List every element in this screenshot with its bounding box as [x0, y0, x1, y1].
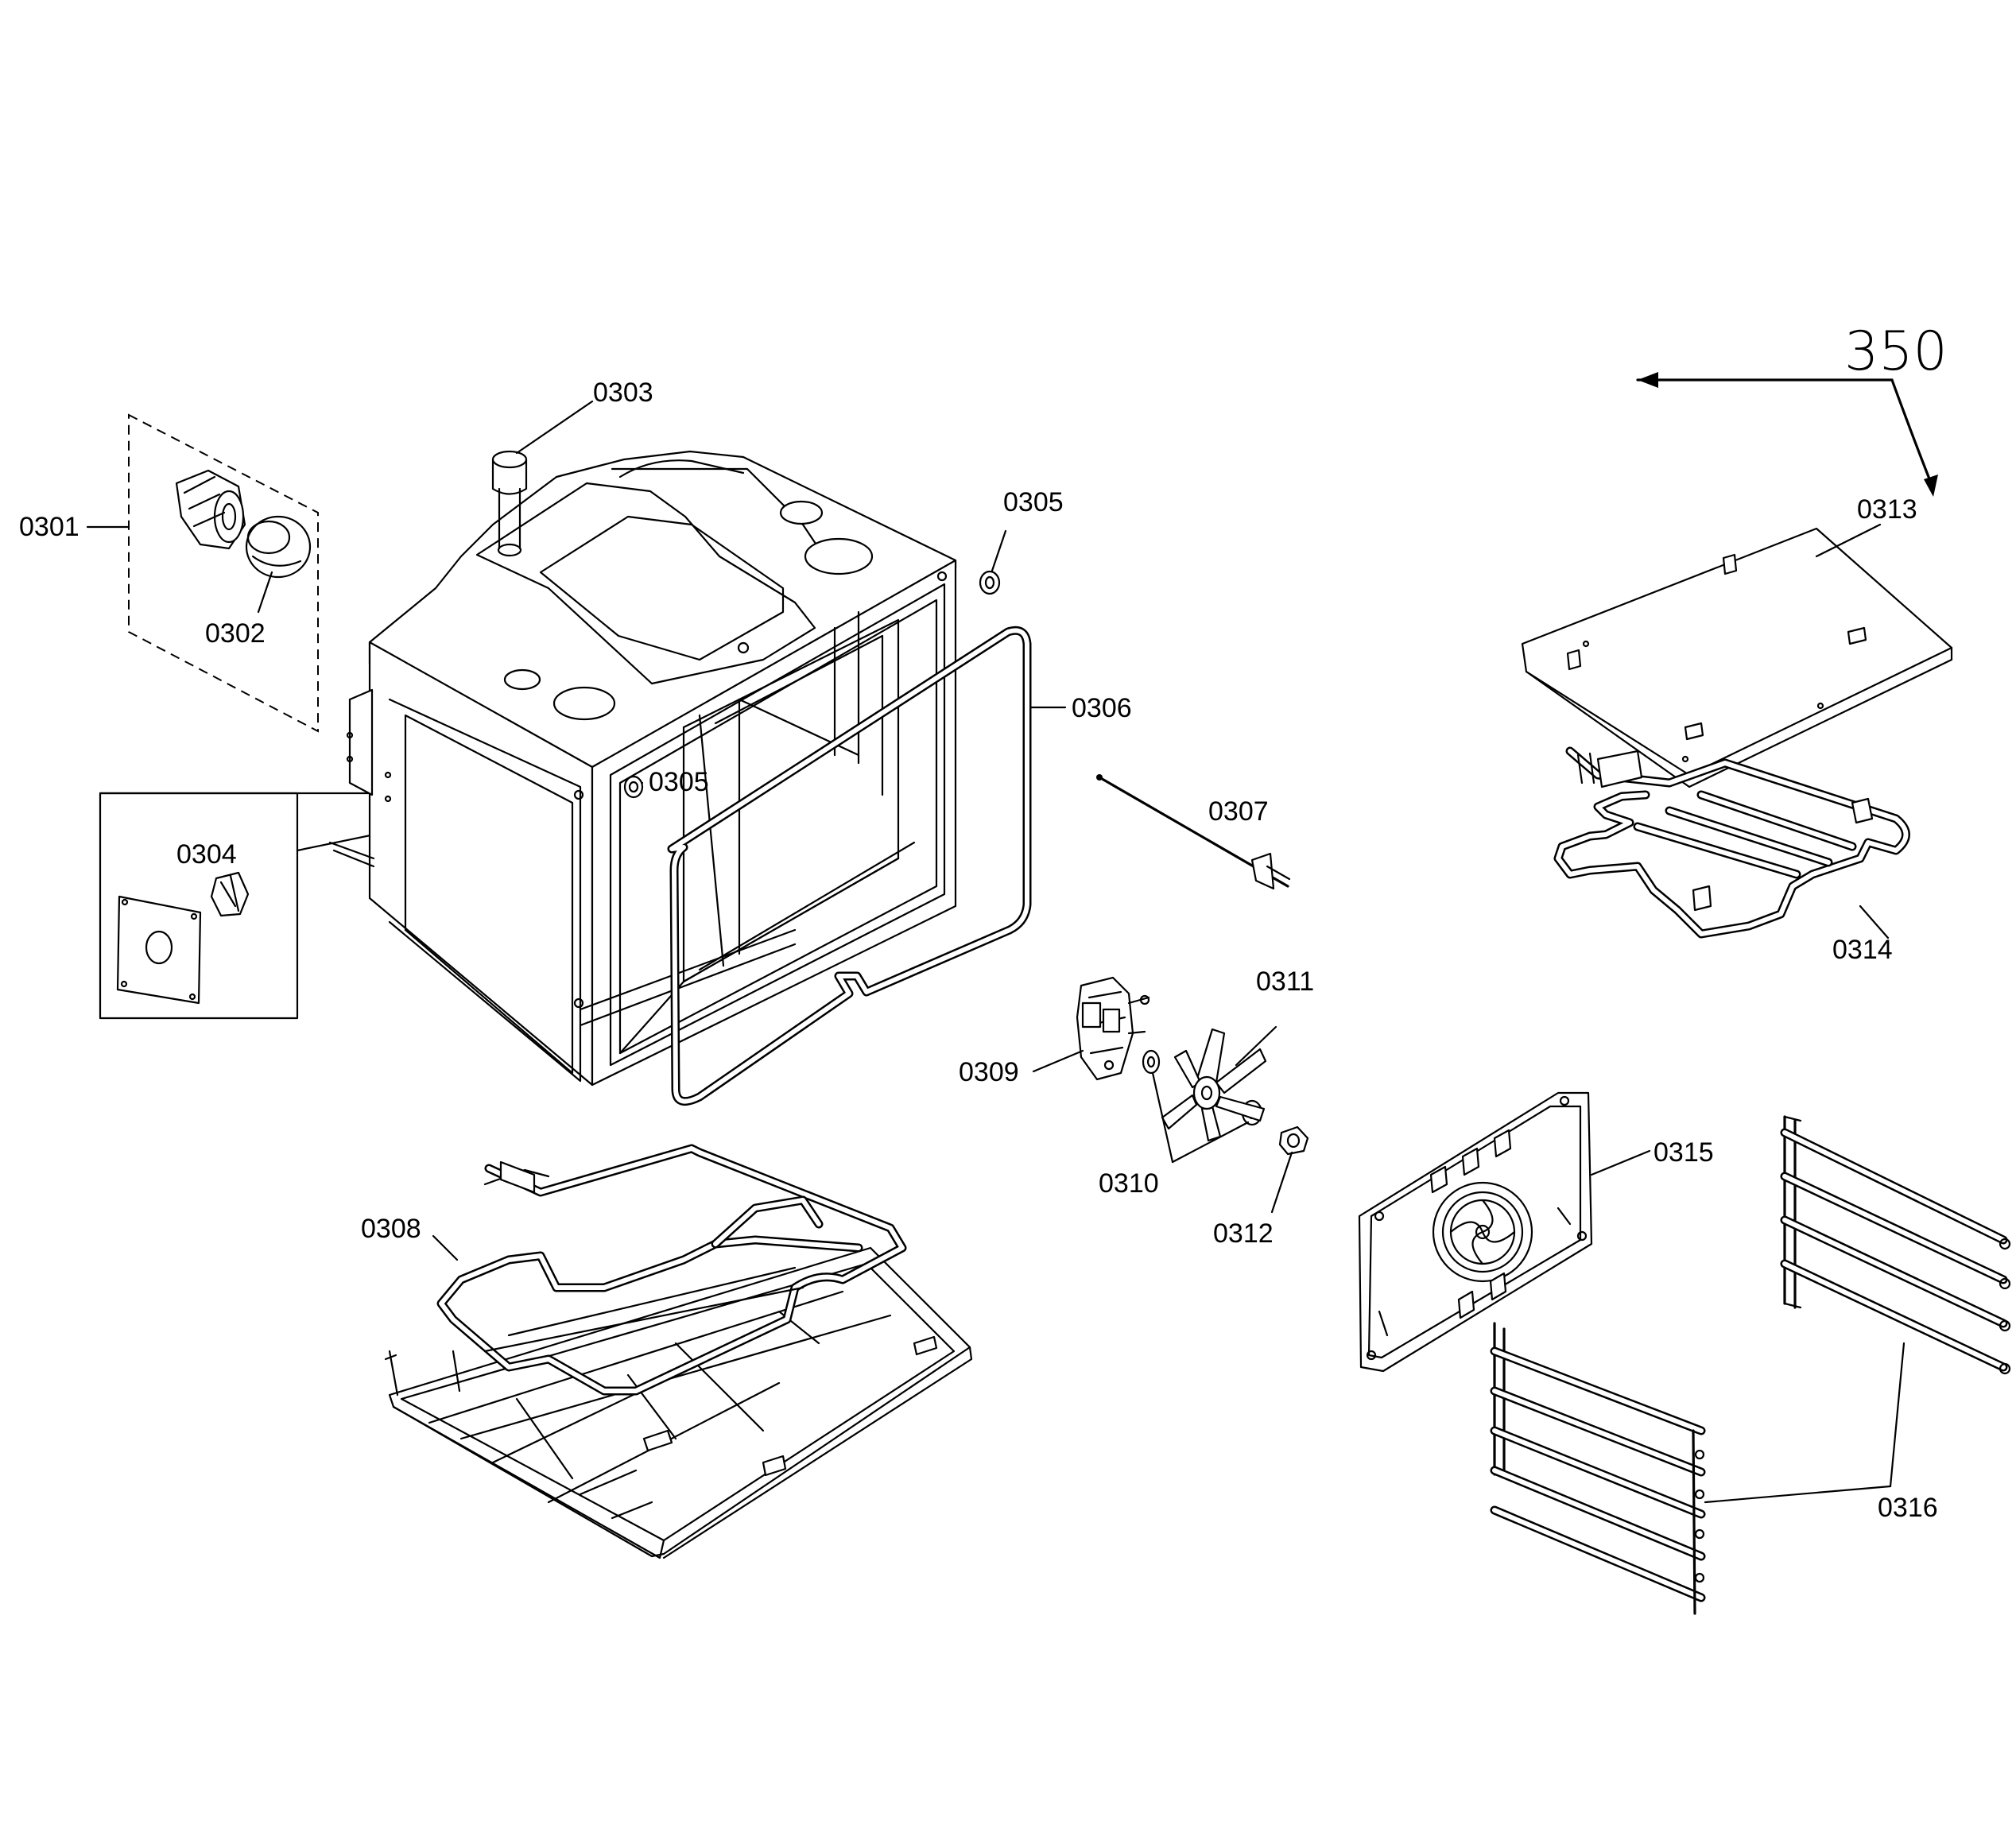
- washer-front: [1142, 1049, 1161, 1075]
- label-0314: 0314: [1832, 935, 1893, 965]
- label-0316: 0316: [1878, 1493, 1938, 1523]
- label-0305-lower: 0305: [649, 767, 709, 797]
- side-rack-right: [1780, 1115, 2011, 1375]
- label-0302: 0302: [205, 618, 266, 649]
- fan-cover-part: [1358, 1091, 1593, 1373]
- oven-cavity: [328, 450, 957, 1087]
- label-0305-upper: 0305: [1003, 487, 1064, 517]
- lamp-assembly: [128, 413, 319, 733]
- lamp-socket-part: [175, 469, 246, 550]
- label-0309: 0309: [959, 1057, 1019, 1087]
- sensor-part: [491, 450, 528, 557]
- label-0304: 0304: [176, 839, 237, 870]
- fan-motor-part: [1076, 976, 1150, 1081]
- label-0310: 0310: [1099, 1168, 1159, 1199]
- door-gasket-part: [667, 626, 1032, 1106]
- label-0306: 0306: [1072, 693, 1132, 723]
- reference-number: 350: [1844, 320, 1948, 383]
- label-0303: 0303: [593, 378, 653, 408]
- label-0313: 0313: [1857, 494, 1917, 525]
- part-labels: 0301 0302 0303 0304 0305 0305 0306 0307 …: [19, 378, 1938, 1523]
- label-0301: 0301: [19, 512, 79, 542]
- top-element-part: [1553, 746, 1910, 939]
- label-0311: 0311: [1256, 967, 1314, 997]
- leader-lines: [86, 400, 1906, 1504]
- side-rack-left: [1490, 1322, 1706, 1615]
- fan-blade-part: [1161, 1028, 1267, 1142]
- lamp-cover-part: [245, 515, 312, 579]
- rod-part: [1096, 774, 1291, 890]
- top-plate-part: [1521, 527, 1953, 788]
- label-0307: 0307: [1208, 796, 1269, 827]
- label-0308: 0308: [361, 1214, 421, 1244]
- grommet-upper: [979, 570, 1001, 595]
- reference-350-marker: 350: [1636, 320, 1948, 497]
- label-0315: 0315: [1654, 1137, 1714, 1168]
- nut-part: [1278, 1125, 1309, 1156]
- detail-box-0304: [99, 792, 576, 1020]
- bottom-element-part: [384, 1144, 973, 1559]
- label-0312: 0312: [1213, 1218, 1274, 1249]
- grommet-lower: [623, 775, 644, 799]
